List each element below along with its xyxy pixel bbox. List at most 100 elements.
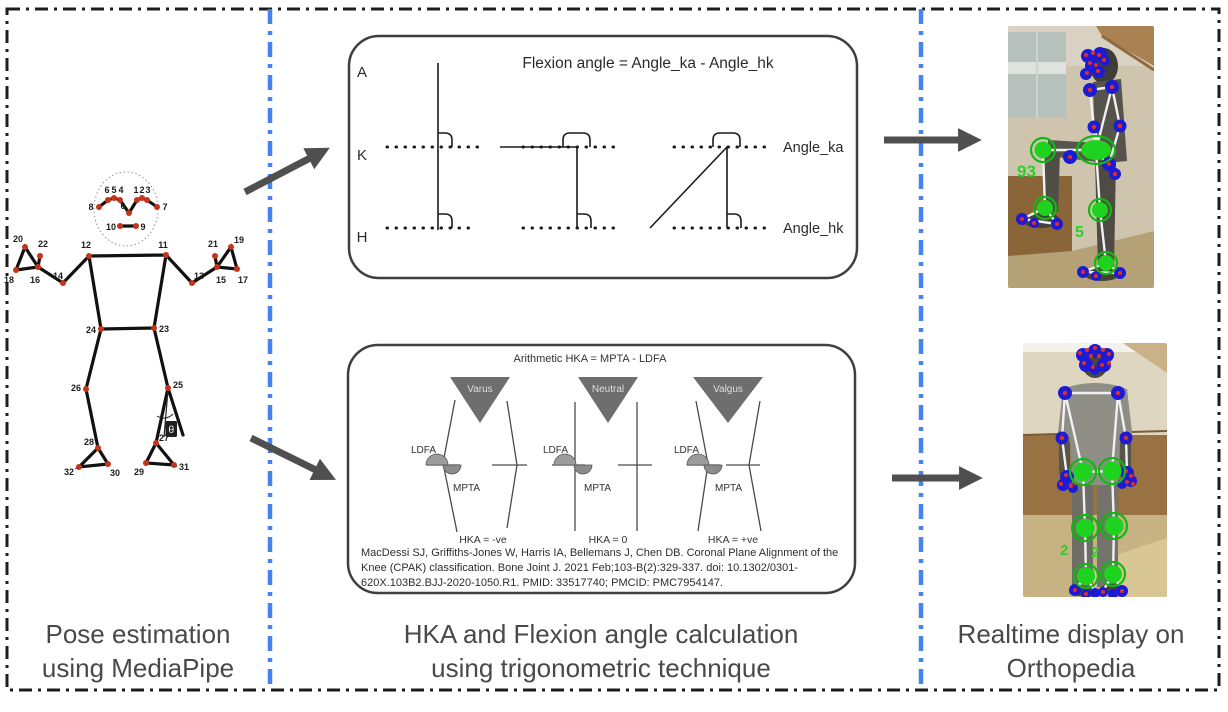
knee-angle-ref-line (166, 386, 185, 437)
pose-landmark-number: 18 (4, 275, 14, 285)
pose-landmark-dot (228, 244, 234, 250)
varus-result: HKA = -ve (459, 534, 507, 546)
pose-landmark-number: 14 (53, 271, 63, 281)
hka-value-right: 2 (1091, 544, 1099, 561)
angle-ka-label: Angle_ka (783, 140, 844, 156)
varus-mpta-label: MPTA (453, 483, 480, 494)
landmark-blobs (1016, 47, 1127, 281)
pose-landmark-number: 24 (86, 325, 96, 335)
varus-label: Varus (467, 384, 492, 395)
pose-landmark-dot (86, 253, 92, 259)
pose-landmark-number: 22 (38, 239, 48, 249)
flexion-schematic-ninety (500, 132, 620, 230)
pose-landmark-dot (95, 445, 101, 451)
landmark-dots (1020, 51, 1123, 278)
caption-line: Orthopedia (1006, 653, 1136, 683)
pose-landmark-dot (83, 386, 89, 392)
flexion-schematic-straight (385, 63, 485, 230)
pose-landmark-dot (154, 204, 160, 210)
pose-landmark-dot (96, 204, 102, 210)
pose-landmark-dot (13, 267, 19, 273)
pose-landmark-number: 4 (118, 185, 123, 195)
pose-landmark-dot (98, 326, 104, 332)
caption-pose-estimation: Pose estimation using MediaPipe (12, 617, 264, 685)
pose-landmark-number: 29 (134, 467, 144, 477)
row-label-ankle: A (357, 64, 367, 81)
pose-overlay-front (1055, 344, 1137, 597)
varus-mpta-wedge (442, 464, 462, 475)
pose-landmark-dot (22, 244, 28, 250)
arrow-skeleton-to-hka (249, 434, 337, 481)
neutral-ldfa-label: LDFA (543, 445, 568, 456)
row-label-hip: H (357, 229, 368, 246)
pose-landmark-number: 28 (84, 437, 94, 447)
theta-label: θ (168, 424, 174, 436)
pose-landmark-dot (76, 464, 82, 470)
pose-landmark-dot (234, 266, 240, 272)
pose-landmark-dot (153, 440, 159, 446)
valgus-mpta-wedge (703, 464, 723, 475)
pose-landmark-number: 2 (139, 185, 144, 195)
neutral-label: Neutral (592, 384, 624, 395)
neutral-mpta-wedge (573, 464, 593, 475)
photo-front-view (1023, 343, 1167, 597)
pose-landmark-dot (163, 252, 169, 258)
wood-corner (1123, 343, 1167, 373)
pose-landmark-dot (126, 210, 132, 216)
pose-landmark-number: 10 (106, 222, 116, 232)
pose-landmark-dot (165, 385, 171, 391)
pose-landmark-dot (37, 253, 43, 259)
caption-angle-calculation: HKA and Flexion angle calculation using … (292, 617, 910, 685)
varus-triangle (450, 377, 510, 423)
pose-landmark-dot (171, 462, 177, 468)
hka-box: Arithmetic HKA = MPTA - LDFA Varus LDFA … (346, 343, 857, 595)
neutral-triangle (578, 377, 638, 423)
caption-line: using MediaPipe (41, 653, 235, 683)
valgus-result: HKA = +ve (708, 534, 758, 546)
pose-landmark-dot (35, 264, 41, 270)
row-label-knee: K (357, 147, 367, 164)
pose-landmark-dot (60, 280, 66, 286)
valgus-ldfa-label: LDFA (674, 445, 699, 456)
photo-side-view (1008, 26, 1154, 288)
pose-landmark-dot (134, 197, 140, 203)
pose-landmark-number: 27 (159, 433, 169, 443)
pose-landmark-dot (105, 197, 111, 203)
pose-landmark-dot (117, 223, 123, 229)
pose-landmark-dot (143, 460, 149, 466)
pose-landmark-dot (214, 264, 220, 270)
pose-landmark-dot (117, 197, 123, 203)
arrow-skeleton-to-flexion (243, 147, 330, 196)
pose-landmark-dot (133, 223, 139, 229)
cpak-citation: MacDessi SJ, Griffiths-Jones W, Harris I… (361, 547, 839, 589)
pose-landmark-number: 8 (88, 202, 93, 212)
neutral-result: HKA = 0 (589, 534, 628, 546)
valgus-mpta-label: MPTA (715, 483, 742, 494)
pose-landmark-dot (111, 195, 117, 201)
torso-bones (87, 253, 168, 331)
figure-border (5, 7, 1221, 692)
varus-ldfa-wedge (425, 453, 449, 466)
neutral-mpta-label: MPTA (584, 483, 611, 494)
pose-overlay-side (1016, 47, 1127, 281)
pose-landmark-number: 3 (145, 185, 150, 195)
neutral-ldfa-wedge (553, 453, 577, 466)
pose-landmark-number: 17 (238, 275, 248, 285)
hka-formula: Arithmetic HKA = MPTA - LDFA (514, 353, 668, 365)
valgus-ldfa-wedge (686, 453, 710, 466)
pose-landmark-number: 16 (30, 275, 40, 285)
pose-landmark-number: 6 (104, 185, 109, 195)
hka-neutral-diagram: Neutral LDFA MPTA HKA = 0 (543, 377, 652, 546)
knee-angle-arc (156, 413, 174, 419)
joint-circles-green (1068, 456, 1129, 590)
caption-line: HKA and Flexion angle calculation (403, 619, 799, 649)
pose-landmark-number: 11 (158, 240, 168, 250)
pose-landmark-dot (212, 253, 218, 259)
second-value-side: 5 (1075, 224, 1084, 241)
pose-landmark-number: 0 (120, 201, 125, 211)
pose-landmark-number: 26 (71, 383, 81, 393)
